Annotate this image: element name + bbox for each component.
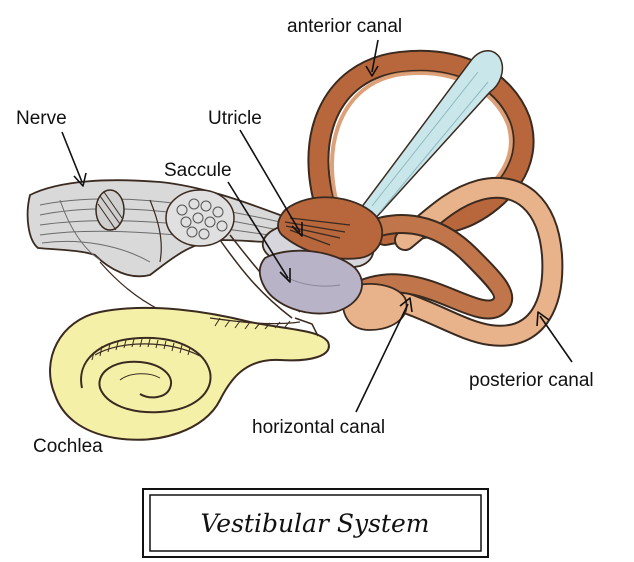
label-horizontal-canal: horizontal canal bbox=[252, 417, 385, 438]
label-anterior-canal: anterior canal bbox=[287, 16, 402, 37]
vestibular-nerve bbox=[28, 180, 300, 318]
label-posterior-canal: posterior canal bbox=[469, 370, 594, 391]
label-utricle: Utricle bbox=[208, 108, 262, 129]
nerve-pointer bbox=[62, 132, 82, 182]
caption-title: Vestibular System bbox=[201, 509, 430, 538]
label-nerve: Nerve bbox=[16, 108, 67, 129]
label-saccule: Saccule bbox=[164, 160, 232, 181]
caption-box: Vestibular System bbox=[143, 489, 488, 557]
posterior-canal-pointer bbox=[540, 316, 572, 362]
label-cochlea: Cochlea bbox=[33, 436, 103, 457]
